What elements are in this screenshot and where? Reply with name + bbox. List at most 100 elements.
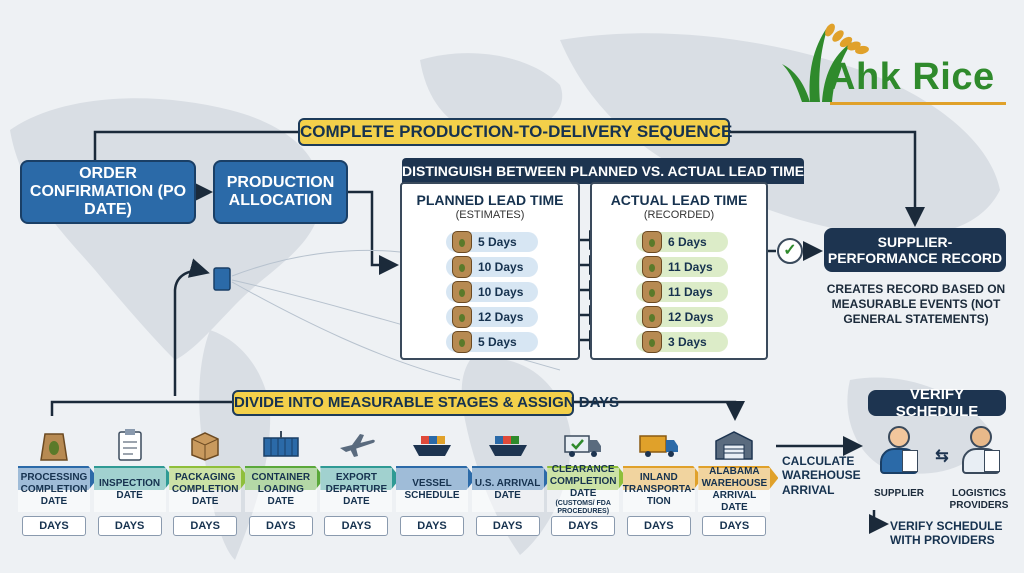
checklist-icon bbox=[984, 450, 1000, 472]
planned-item: 10 Days bbox=[446, 256, 538, 278]
truck-check-icon bbox=[547, 424, 619, 466]
actual-item: 12 Days bbox=[636, 306, 728, 328]
actual-item: 11 Days bbox=[636, 256, 728, 278]
actual-title: ACTUAL LEAD TIME bbox=[610, 192, 748, 208]
logistics-person-icon bbox=[956, 426, 1006, 478]
planned-subtitle: (ESTIMATES) bbox=[455, 209, 525, 221]
stage-label: INLAND TRANSPORTA-TION bbox=[623, 468, 695, 512]
supplier-performance-record-box: SUPPLIER-PERFORMANCE RECORD bbox=[824, 228, 1006, 272]
brand-underline bbox=[830, 102, 1006, 105]
cargo-ship-icon bbox=[472, 424, 544, 466]
stage-column: CONTAINER LOADING DATE DAYS bbox=[244, 424, 325, 540]
actual-item-value: 11 Days bbox=[668, 260, 713, 274]
actual-item-value: 3 Days bbox=[668, 335, 707, 349]
stage-label-text: ALABAMA WAREHOUSE ARRIVAL DATE bbox=[701, 466, 768, 513]
main-title-banner: COMPLETE PRODUCTION-TO-DELIVERY SEQUENCE bbox=[298, 118, 732, 146]
stage-label-text: PROCESSING COMPLETION DATE bbox=[20, 472, 88, 507]
clipboard-icon bbox=[94, 424, 166, 466]
logistics-providers-label: LOGISTICS PROVIDERS bbox=[949, 488, 1009, 511]
rice-sack-icon bbox=[18, 424, 90, 466]
stage-label: PROCESSING COMPLETION DATE bbox=[18, 468, 90, 512]
order-confirmation-box: ORDER CONFIRMATION (PO DATE) bbox=[20, 160, 196, 224]
stage-days-field: DAYS bbox=[400, 516, 464, 536]
stage-label-text: U.S. ARRIVAL DATE bbox=[474, 478, 541, 501]
lead-time-header: DISTINGUISH BETWEEN PLANNED VS. ACTUAL L… bbox=[402, 158, 804, 184]
stage-label-text: INLAND TRANSPORTA-TION bbox=[622, 472, 695, 507]
actual-lead-time-panel: ACTUAL LEAD TIME (RECORDED) 6 Days 11 Da… bbox=[590, 182, 768, 360]
stage-days-field: DAYS bbox=[248, 516, 313, 536]
stage-column: PROCESSING COMPLETION DATE DAYS bbox=[18, 424, 98, 540]
clipboard-icon bbox=[902, 450, 918, 472]
actual-item: 6 Days bbox=[636, 231, 728, 253]
planned-lead-time-panel: PLANNED LEAD TIME (ESTIMATES) 5 Days 10 … bbox=[400, 182, 580, 360]
stage-label: INSPECTION DATE bbox=[93, 468, 166, 512]
actual-item-value: 6 Days bbox=[668, 235, 707, 249]
verify-schedule-box: VERIFY SCHEDULE bbox=[868, 386, 1006, 420]
supplier-record-description: CREATES RECORD BASED ON MEASURABLE EVENT… bbox=[826, 282, 1006, 326]
planned-item-value: 12 Days bbox=[478, 310, 524, 324]
stage-label-text: VESSEL SCHEDULE bbox=[404, 478, 460, 501]
stage-column: PACKAGING COMPLETION DATE DAYS bbox=[169, 424, 250, 540]
stage-column: ALABAMA WAREHOUSE ARRIVAL DATE DAYS bbox=[698, 424, 779, 540]
brand-logo: Ahk Rice bbox=[780, 14, 1012, 105]
stage-label: CONTAINER LOADING DATE bbox=[244, 468, 317, 512]
planned-item: 5 Days bbox=[446, 331, 538, 353]
stage-label: VESSEL SCHEDULE bbox=[396, 468, 468, 512]
stage-label-text: CONTAINER LOADING DATE bbox=[251, 472, 311, 507]
stage-label: PACKAGING COMPLETION DATE bbox=[169, 468, 242, 512]
stage-label-text: PACKAGING COMPLETION DATE bbox=[171, 472, 239, 507]
stages-title-banner: DIVIDE INTO MEASURABLE STAGES & ASSIGN D… bbox=[232, 390, 619, 416]
truck-icon bbox=[623, 424, 695, 466]
stage-days-field: DAYS bbox=[173, 516, 238, 536]
planned-item-value: 5 Days bbox=[478, 235, 517, 249]
stage-label: CLEARANCE COMPLETION DATE(CUSTOMS/ FDA P… bbox=[547, 464, 620, 515]
rice-stalk-icon bbox=[782, 23, 869, 102]
actual-item: 3 Days bbox=[636, 331, 728, 353]
person-head bbox=[888, 426, 910, 448]
stage-label: ALABAMA WAREHOUSE ARRIVAL DATE bbox=[698, 466, 771, 513]
planned-item-value: 10 Days bbox=[478, 260, 524, 274]
stage-column: VESSEL SCHEDULE DAYS bbox=[396, 424, 476, 540]
stage-column: INLAND TRANSPORTA-TION DAYS bbox=[623, 424, 703, 540]
box-icon bbox=[169, 424, 241, 466]
stage-column: CLEARANCE COMPLETION DATE(CUSTOMS/ FDA P… bbox=[547, 424, 628, 540]
production-allocation-box: PRODUCTION ALLOCATION bbox=[213, 160, 348, 224]
rice-sack-icon bbox=[642, 281, 662, 303]
planned-title: PLANNED LEAD TIME bbox=[416, 192, 564, 208]
calculate-warehouse-arrival: CALCULATE WAREHOUSE ARRIVAL bbox=[782, 454, 861, 497]
rice-sack-icon bbox=[642, 331, 662, 353]
stage-label-text: INSPECTION DATE bbox=[99, 478, 161, 501]
exchange-arrows-icon: ⇆ bbox=[935, 448, 949, 465]
planned-item: 5 Days bbox=[446, 231, 538, 253]
warehouse-icon bbox=[698, 424, 770, 466]
checkmark-icon: ✓ bbox=[777, 238, 803, 264]
stage-days-field: DAYS bbox=[475, 516, 540, 536]
rice-sack-icon bbox=[642, 256, 662, 278]
verify-schedule-note: VERIFY SCHEDULE WITH PROVIDERS bbox=[890, 519, 1003, 547]
actual-subtitle: (RECORDED) bbox=[643, 209, 715, 221]
planned-item: 12 Days bbox=[446, 306, 538, 328]
stage-days-field: DAYS bbox=[97, 516, 162, 536]
stage-label-note: (CUSTOMS/ FDA PROCEDURES) bbox=[555, 499, 611, 515]
rice-sack-icon bbox=[452, 331, 472, 353]
actual-item: 11 Days bbox=[636, 281, 728, 303]
rice-sack-icon bbox=[642, 306, 662, 328]
rice-sack-icon bbox=[452, 306, 472, 328]
planned-item: 10 Days bbox=[446, 281, 538, 303]
rice-sack-icon bbox=[452, 281, 472, 303]
stage-days-field: DAYS bbox=[22, 516, 86, 536]
brand-name: Ahk Rice bbox=[828, 56, 995, 98]
supplier-label: SUPPLIER bbox=[873, 488, 924, 499]
stage-days-field: DAYS bbox=[626, 516, 691, 536]
stage-days-field: DAYS bbox=[324, 516, 389, 536]
stage-days-field: DAYS bbox=[702, 516, 767, 536]
supplier-person-icon bbox=[874, 426, 924, 478]
rice-sack-icon bbox=[452, 231, 472, 253]
rice-sack-icon bbox=[642, 231, 662, 253]
stage-days-field: DAYS bbox=[551, 516, 616, 536]
actual-item-value: 12 Days bbox=[668, 310, 714, 324]
stage-label: U.S. ARRIVAL DATE bbox=[471, 468, 544, 512]
person-head bbox=[970, 426, 992, 448]
planned-item-value: 10 Days bbox=[478, 285, 524, 299]
